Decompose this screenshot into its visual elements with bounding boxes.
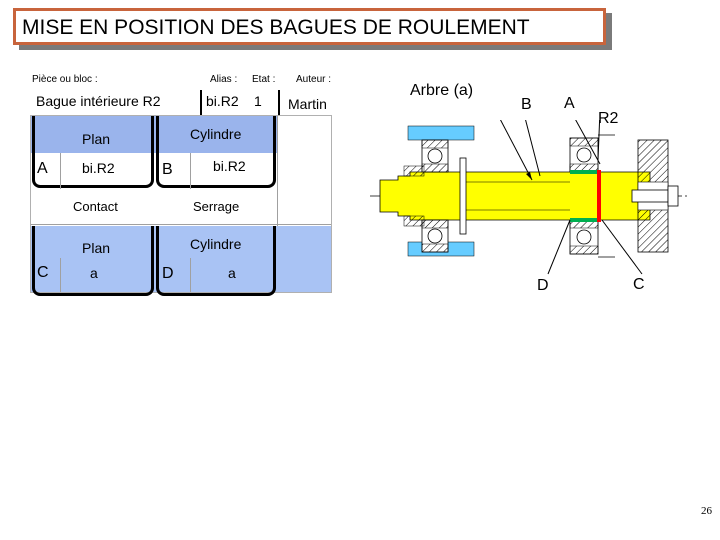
row1-left-bracket <box>32 116 154 188</box>
left-housing-top <box>407 125 475 141</box>
alias-value: bi.R2 <box>206 93 239 109</box>
row2-right-type: Cylindre <box>190 236 242 252</box>
row1-left-type: Plan <box>82 131 111 147</box>
shaft-shoulder <box>459 157 467 235</box>
row1-left-value: bi.R2 <box>82 160 115 176</box>
label-C: C <box>633 276 645 293</box>
piece-value: Bague intérieure R2 <box>36 93 161 109</box>
mid-left-label: Contact <box>73 199 118 214</box>
header-divider <box>200 90 202 116</box>
row2-right-letter: D <box>162 265 174 282</box>
table-right-sep <box>277 116 278 292</box>
piece-label: Pièce ou bloc : <box>32 74 98 85</box>
page-number: 26 <box>701 505 712 517</box>
row2-left-letter: C <box>37 264 49 281</box>
label-B: B <box>521 96 532 113</box>
arbre-label: Arbre (a) <box>410 82 474 99</box>
left-bearing-icon <box>421 139 449 253</box>
left-spacer-bottom <box>403 215 425 227</box>
alias-label: Alias : <box>210 74 238 85</box>
contact-red <box>597 170 601 222</box>
title-box: MISE EN POSITION DES BAGUES DE ROULEMENT <box>13 8 606 45</box>
screw-head <box>667 185 679 207</box>
right-bearing-icon <box>569 137 599 255</box>
contact-green-bottom <box>570 218 598 222</box>
row2-band <box>31 226 331 292</box>
label-D: D <box>537 277 549 294</box>
header-divider-2 <box>278 90 280 116</box>
row2-right-sep <box>190 258 191 292</box>
row1-right-bracket <box>156 116 276 188</box>
row2-left-bracket <box>32 226 154 296</box>
auteur-label: Auteur : <box>296 74 332 85</box>
left-spacer-top <box>403 165 425 177</box>
label-A: A <box>564 95 575 112</box>
row2-right-bracket <box>156 226 276 296</box>
contact-green-top <box>570 170 598 174</box>
page-title: MISE EN POSITION DES BAGUES DE ROULEMENT <box>22 16 530 39</box>
mid-row-sep <box>31 224 331 225</box>
leader-C <box>601 219 643 275</box>
mid-right-label: Serrage <box>193 199 240 214</box>
row2-left-sep <box>60 258 61 292</box>
row1-right-letter: B <box>162 161 173 178</box>
row1-left-sep <box>60 153 61 189</box>
leader-R2 <box>597 120 601 161</box>
leader-D <box>547 219 571 275</box>
row1-type-band <box>31 116 277 153</box>
leader-arbre-arrow <box>526 172 532 180</box>
leader-A <box>575 120 601 165</box>
row1-right-type: Cylindre <box>190 126 242 142</box>
row2-right-value: a <box>228 265 236 281</box>
row1-left-letter: A <box>37 160 48 177</box>
label-R2: R2 <box>598 110 619 127</box>
row2-left-value: a <box>90 265 98 281</box>
etat-label: Etat : <box>252 74 276 85</box>
etat-value: 1 <box>254 93 262 109</box>
auteur-value: Martin <box>288 96 327 112</box>
row2-left-type: Plan <box>82 240 111 256</box>
screw-icon <box>631 189 669 203</box>
leader-arbre <box>500 120 533 181</box>
bearing-assembly-drawing <box>370 120 690 275</box>
piece-field: Bague intérieure R2 <box>30 88 200 114</box>
leader-B <box>525 120 541 177</box>
row1-value-band <box>31 153 331 189</box>
row1-right-sep <box>190 153 191 189</box>
row1-right-value: bi.R2 <box>213 158 246 174</box>
